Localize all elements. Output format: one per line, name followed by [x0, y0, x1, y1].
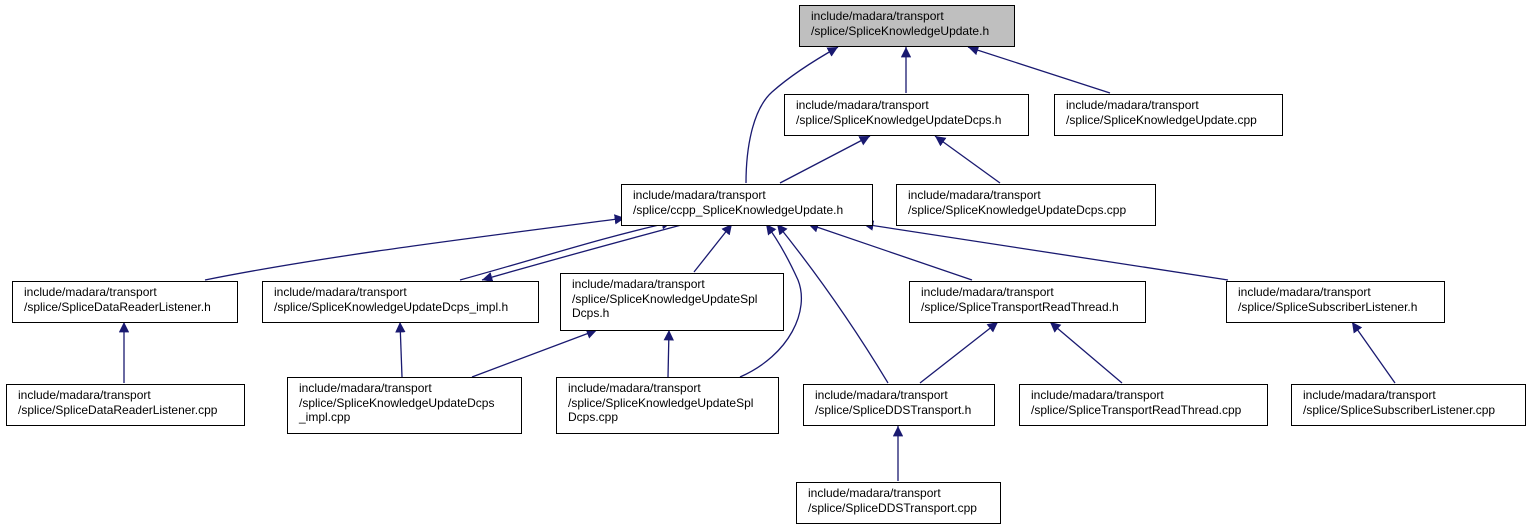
node-splice-data-reader-listener-cpp[interactable]: include/madara/transport/splice/SpliceDa…: [6, 384, 245, 426]
edge-dds-h-to-ccpp-h: [776, 223, 889, 384]
edge-trt-h-to-ccpp-h: [807, 222, 973, 281]
node-splice-subscriber-listener-cpp[interactable]: include/madara/transport/splice/SpliceSu…: [1291, 384, 1526, 426]
node-splice-knowledge-update-dcps-h[interactable]: include/madara/transport/splice/SpliceKn…: [784, 94, 1029, 136]
edge-ccpp-h-to-dcps-h: [779, 135, 871, 184]
edge-dcps-impl-h-to-ccpp-h-a: [459, 219, 673, 281]
node-splice-knowledge-update-dcps-impl-cpp[interactable]: include/madara/transport/splice/SpliceKn…: [287, 377, 522, 434]
edge-spl-dcps-cpp-to-spl-dcps-h: [663, 329, 674, 378]
node-splice-knowledge-update-spl-dcps-h[interactable]: include/madara/transport/splice/SpliceKn…: [560, 273, 784, 331]
node-splice-knowledge-update-dcps-impl-h[interactable]: include/madara/transport/splice/SpliceKn…: [262, 281, 539, 323]
edge-sl-cpp-to-sl-h: [1351, 321, 1396, 384]
edge-dds-h-to-trt-h: [919, 321, 999, 384]
node-ccpp-splice-knowledge-update-h[interactable]: include/madara/transport/splice/ccpp_Spl…: [621, 184, 873, 226]
edge-ccpp-h-to-root: [745, 46, 839, 184]
node-splice-dds-transport-cpp[interactable]: include/madara/transport/splice/SpliceDD…: [796, 482, 1001, 524]
edge-dcps-impl-cpp-to-dcps-impl-h: [395, 321, 406, 378]
edge-spl-dcps-cpp-to-ccpp-h: [739, 223, 802, 378]
node-splice-subscriber-listener-h[interactable]: include/madara/transport/splice/SpliceSu…: [1226, 281, 1445, 323]
node-splice-knowledge-update-cpp[interactable]: include/madara/transport/splice/SpliceKn…: [1054, 94, 1283, 136]
node-splice-knowledge-update-dcps-cpp[interactable]: include/madara/transport/splice/SpliceKn…: [896, 184, 1156, 226]
edge-dcps-cpp-to-dcps-h: [934, 135, 1001, 184]
node-splice-dds-transport-h[interactable]: include/madara/transport/splice/SpliceDD…: [803, 384, 995, 426]
edge-dcps-impl-cpp-to-spl-dcps-h: [471, 328, 598, 378]
edge-sl-h-to-ccpp-h: [862, 220, 1229, 281]
edge-dcps-impl-h-to-ccpp-h-b: [481, 223, 686, 283]
node-splice-transport-read-thread-h[interactable]: include/madara/transport/splice/SpliceTr…: [909, 281, 1146, 323]
node-splice-knowledge-update-spl-dcps-cpp[interactable]: include/madara/transport/splice/SpliceKn…: [556, 377, 779, 434]
node-splice-data-reader-listener-h[interactable]: include/madara/transport/splice/SpliceDa…: [12, 281, 238, 323]
node-splice-transport-read-thread-cpp[interactable]: include/madara/transport/splice/SpliceTr…: [1019, 384, 1268, 426]
edge-trt-cpp-to-trt-h: [1049, 321, 1123, 384]
node-splice-knowledge-update-h: include/madara/transport/splice/SpliceKn…: [799, 5, 1015, 47]
edge-drl-h-to-ccpp-h: [204, 214, 626, 281]
edge-ku-cpp-to-root: [967, 45, 1111, 94]
edge-spl-dcps-h-to-ccpp-h: [693, 223, 733, 273]
